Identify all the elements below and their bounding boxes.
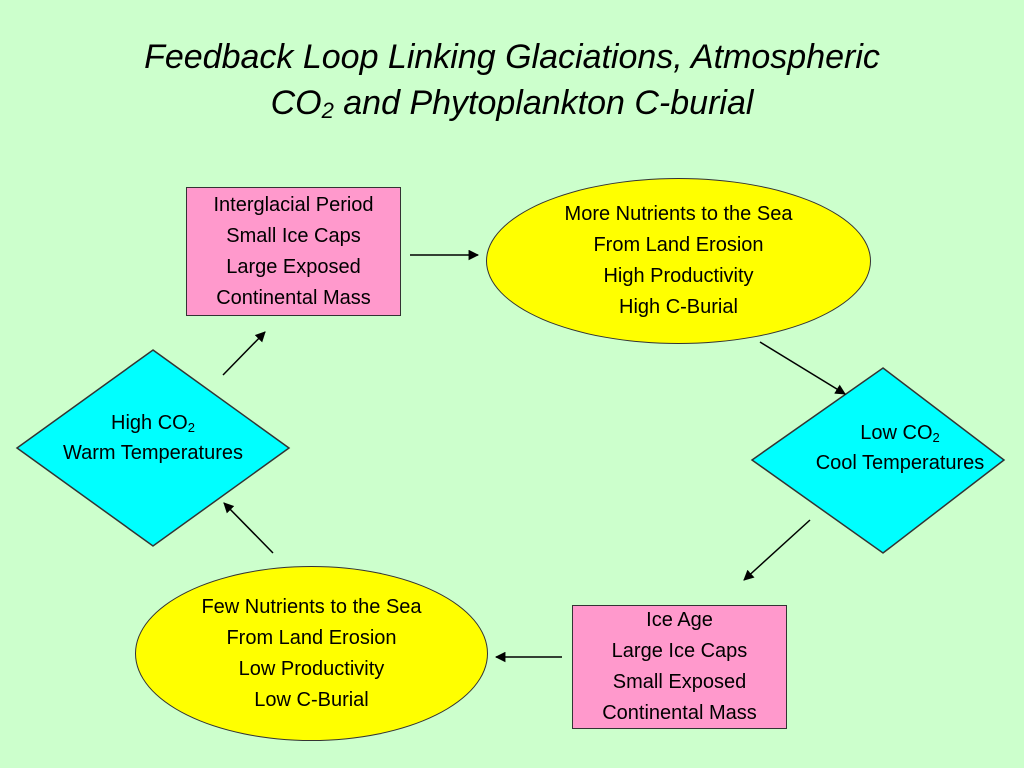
ice-age-line: Continental Mass <box>602 702 757 724</box>
few-nutrients-line: Few Nutrients to the Sea <box>201 595 422 618</box>
arrow-low-co2-to-ice-age <box>743 519 811 581</box>
high-co2-line-2: Warm Temperatures <box>62 442 244 464</box>
low-co2-subscript: 2 <box>932 430 940 445</box>
more-nutrients-line: High Productivity <box>603 265 754 287</box>
title-line-1: Feedback Loop Linking Glaciations, Atmos… <box>144 38 880 76</box>
interglacial-line: Large Exposed <box>226 255 361 278</box>
high-co2-subscript: 2 <box>187 420 195 435</box>
more-nutrients-line: From Land Erosion <box>593 234 764 256</box>
ice-age-line: Ice Age <box>646 609 713 631</box>
high-co2-line-1: High CO2 <box>23 408 283 438</box>
low-co2-diamond <box>750 367 1006 554</box>
title-line-2: CO2 and Phytoplankton C-burial <box>0 80 1024 126</box>
ice-age-line: Large Ice Caps <box>611 640 748 662</box>
few-nutrients-line: From Land Erosion <box>226 626 397 649</box>
high-co2-text: High CO <box>111 412 188 434</box>
interglacial-line: Small Ice Caps <box>226 224 361 247</box>
low-co2-line-2: Cool Temperatures <box>815 452 985 474</box>
title-co-text: CO <box>270 84 322 122</box>
more-nutrients-line: More Nutrients to the Sea <box>564 203 793 225</box>
more-nutrients-line: High C-Burial <box>619 296 738 318</box>
arrow-high-co2-to-interglacial <box>222 331 266 376</box>
few-nutrients-ellipse: Few Nutrients to the Sea From Land Erosi… <box>135 566 488 741</box>
ice-age-line: Small Exposed <box>612 671 747 693</box>
interglacial-line: Interglacial Period <box>213 193 374 216</box>
low-co2-line-1: Low CO2 <box>780 418 1020 448</box>
high-co2-diamond <box>15 349 291 547</box>
arrow-few-nutrients-to-high-co2 <box>223 502 274 554</box>
slide-title: Feedback Loop Linking Glaciations, Atmos… <box>0 34 1024 126</box>
more-nutrients-ellipse: More Nutrients to the Sea From Land Eros… <box>486 178 871 344</box>
low-co2-text: Low CO <box>860 422 933 444</box>
interglacial-line: Continental Mass <box>216 286 371 309</box>
title-rest-text: and Phytoplankton C-burial <box>333 84 754 122</box>
title-subscript: 2 <box>321 98 334 123</box>
few-nutrients-line: Low C-Burial <box>254 688 369 711</box>
interglacial-period-box: Interglacial Period Small Ice Caps Large… <box>186 187 401 316</box>
high-co2-label: High CO2 Warm Temperatures <box>23 408 283 468</box>
ice-age-box: Ice Age Large Ice Caps Small Exposed Con… <box>572 605 787 729</box>
low-co2-label: Low CO2 Cool Temperatures <box>780 418 1020 478</box>
few-nutrients-line: Low Productivity <box>238 657 385 680</box>
arrow-more-nutrients-to-low-co2 <box>759 341 846 395</box>
